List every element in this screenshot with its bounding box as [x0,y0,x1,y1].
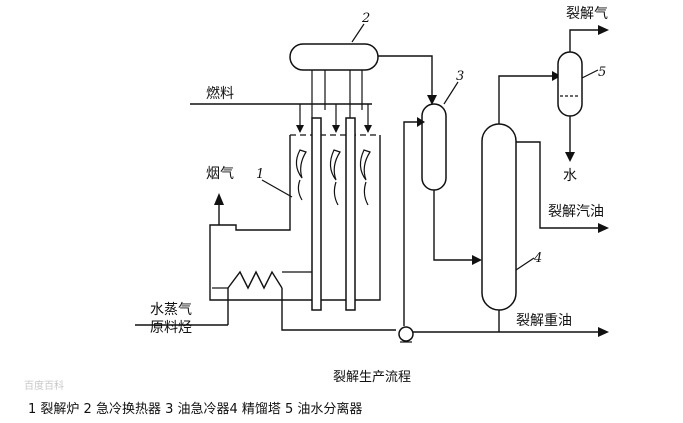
water-label: 水 [563,168,577,184]
quench-exchanger [289,43,379,118]
cracked-gas-label: 裂解气 [566,6,608,22]
feed-line [135,288,396,331]
fuel-line [190,103,372,133]
quench-exchanger-number: 2 [361,11,370,26]
diagram-caption: 裂解生产流程 [333,370,412,385]
separator-number: 5 [598,65,606,80]
oil-water-separator [557,25,609,162]
watermark: 百度百科 [24,381,64,392]
convection-coil [212,270,312,290]
fractionator-number: 4 [533,251,542,266]
cracking-furnace [209,117,381,311]
furnace-number: 1 [256,167,264,182]
legend: 1 裂解炉 2 急冷换热器 3 油急冷器4 精馏塔 5 油水分离器 [28,402,363,417]
pump [398,326,414,343]
fuel-label: 燃料 [206,85,234,102]
cracked-heavy-oil-label: 裂解重油 [516,313,572,329]
feed-label: 原料烃 [150,320,192,336]
steam-label: 水蒸气 [150,302,192,318]
flue-gas-outlet [214,193,224,225]
fractionator [412,71,609,337]
transfer-line [378,55,437,105]
oil-quencher-number: 3 [456,69,464,84]
cracked-gasoline-label: 裂解汽油 [548,204,604,220]
flue-gas-label: 烟气 [206,166,234,182]
oil-quencher [403,103,482,326]
